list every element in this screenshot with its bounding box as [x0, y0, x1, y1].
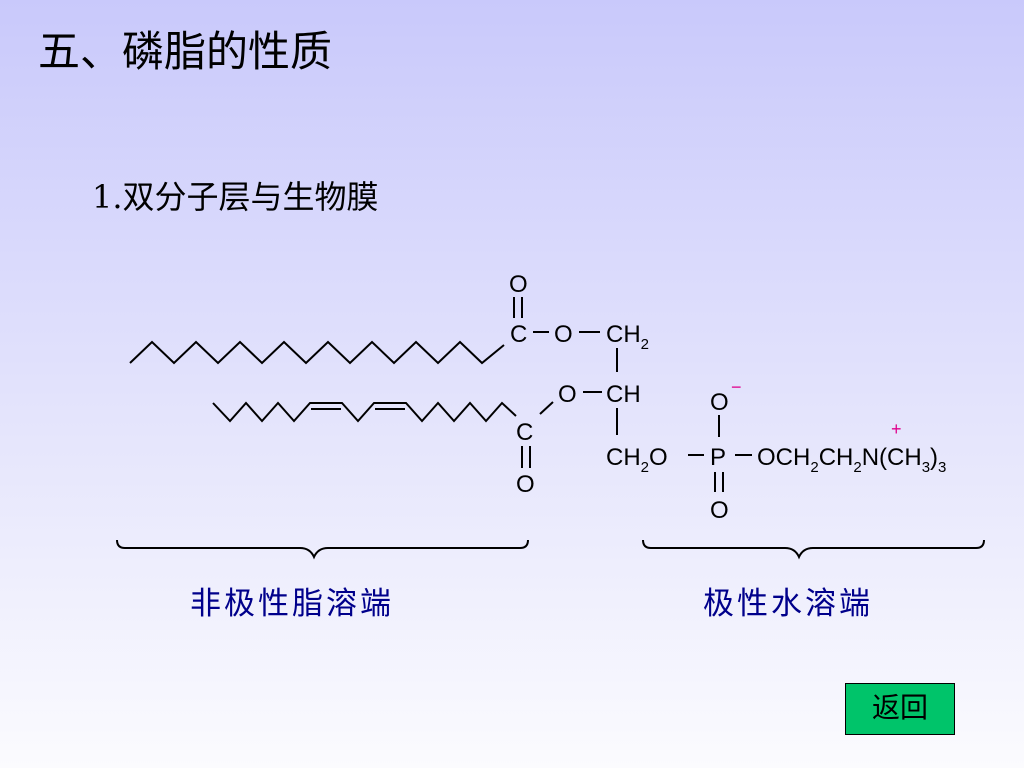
phosphate-oxygen-top: O [710, 389, 729, 416]
phosphate-oxygen-bottom: O [710, 497, 729, 524]
glycerol-ch2-bottom: CH2O [606, 444, 668, 476]
bottom-carbonyl-oxygen: O [516, 471, 535, 498]
page-title: 五、磷脂的性质 [38, 27, 333, 76]
unsaturated-chain [212, 401, 517, 423]
ester-oxygen-top: O [554, 321, 573, 348]
polar-end-label: 极性水溶端 [703, 586, 873, 622]
phosphorus: P [710, 444, 726, 471]
saturated-chain [129, 340, 505, 365]
glycerol-ch2-top: CH2 [606, 321, 649, 353]
bottom-carbonyl-carbon: C [516, 419, 533, 446]
section-heading: 1.双分子层与生物膜 [92, 178, 379, 216]
top-carbonyl-carbon: C [510, 321, 527, 348]
glycerol-ch: CH [606, 381, 641, 408]
positive-charge: + [891, 419, 902, 439]
bond-c-o-middle [539, 401, 554, 415]
ester-oxygen-middle: O [558, 381, 577, 408]
polar-brace [642, 539, 985, 560]
back-button[interactable]: 返回 [845, 683, 955, 735]
choline-group: OCH2CH2N(CH3)3 [757, 444, 946, 476]
negative-charge: − [731, 377, 742, 397]
top-carbonyl-oxygen: O [509, 271, 528, 298]
nonpolar-end-label: 非极性脂溶端 [190, 586, 394, 622]
nonpolar-brace [116, 539, 529, 560]
